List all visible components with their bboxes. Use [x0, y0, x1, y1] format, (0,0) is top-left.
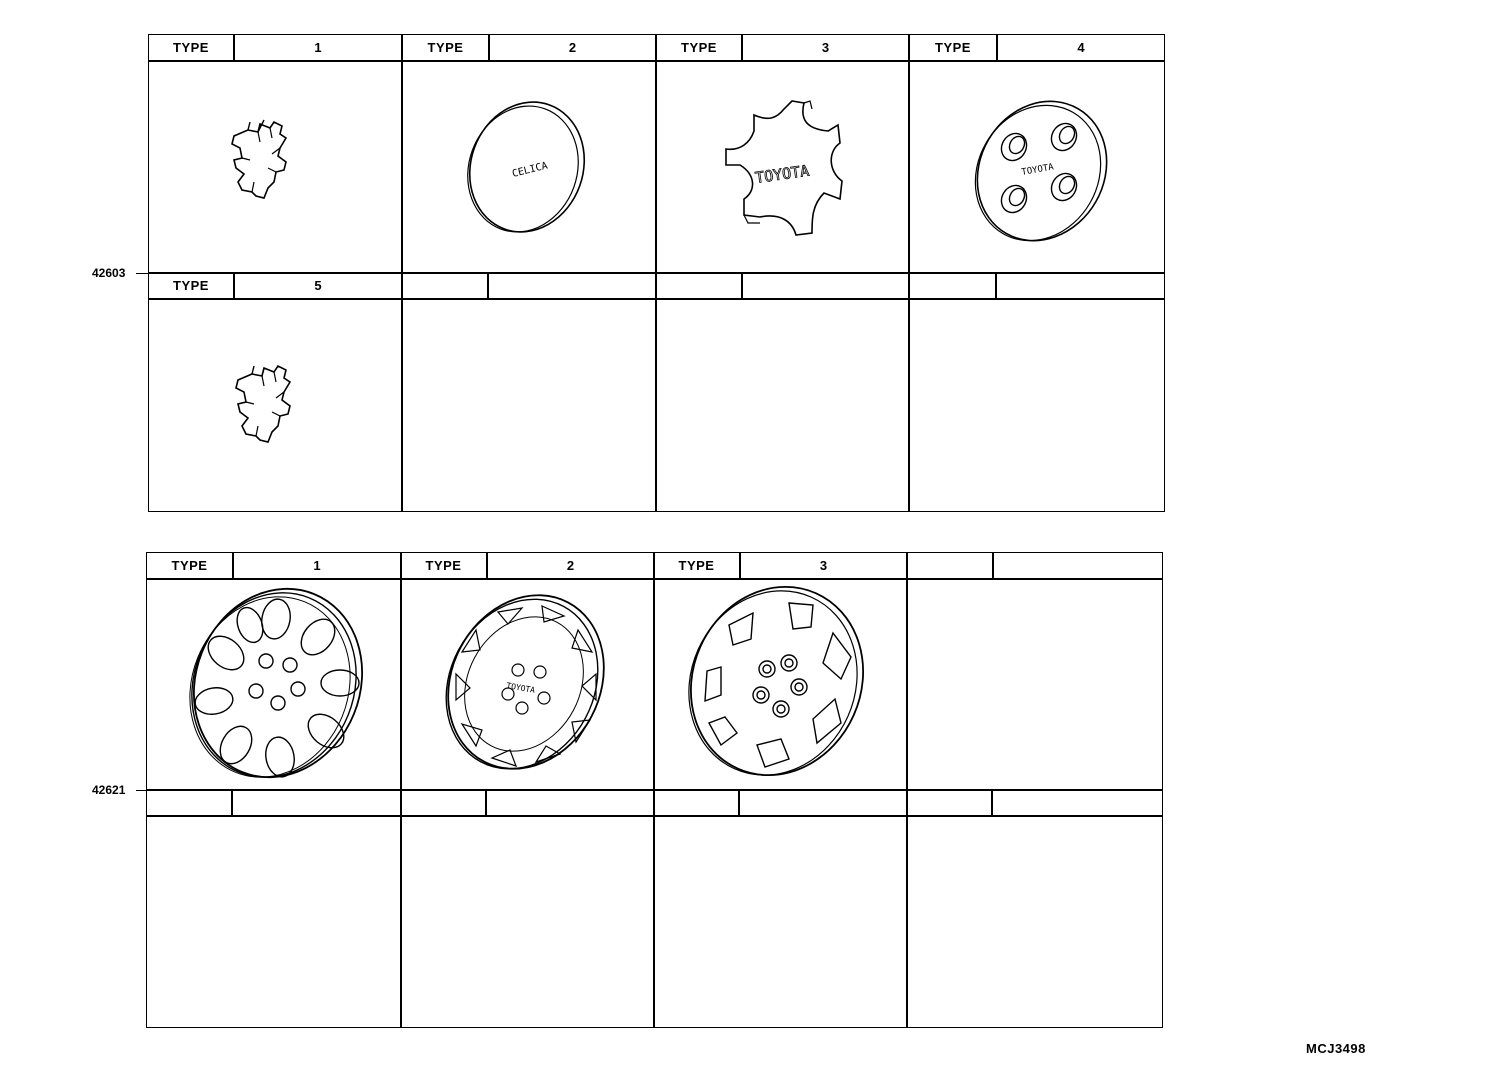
center-cap-toyota-4hole-icon: TOYOTA	[970, 93, 1120, 253]
type-label: TYPE	[427, 40, 464, 55]
type-number: 3	[821, 40, 830, 55]
type-label: TYPE	[935, 40, 971, 55]
header-divider	[488, 34, 490, 61]
header-divider	[233, 272, 235, 299]
type-number: 2	[566, 558, 575, 573]
type-number: 2	[568, 40, 577, 55]
header-divider	[991, 789, 993, 816]
header-divider	[996, 34, 998, 61]
grid-divider	[146, 815, 1163, 817]
header-divider	[739, 552, 741, 579]
header-divider	[233, 34, 235, 61]
header-divider	[485, 789, 487, 816]
type-label: TYPE	[171, 558, 208, 573]
header-divider	[992, 552, 994, 579]
header-divider	[741, 272, 743, 299]
center-cap-toyota-cross-icon: TOYOTA	[720, 95, 870, 245]
header-divider	[487, 272, 489, 299]
type-number: 5	[314, 278, 322, 293]
header-divider	[741, 34, 743, 61]
grid-divider	[148, 298, 1165, 300]
type-label: TYPE	[678, 558, 715, 573]
type-label: TYPE	[425, 558, 462, 573]
type-number: 1	[313, 558, 321, 573]
grid-divider	[148, 272, 1165, 274]
center-cap-celica-disc-icon: CELICA	[463, 95, 593, 235]
wheel-cover-spoke-icon	[685, 583, 875, 783]
leader-line	[136, 790, 147, 792]
type-number: 4	[1077, 40, 1085, 55]
header-divider	[231, 789, 233, 816]
leader-line	[136, 273, 149, 275]
type-label: TYPE	[681, 40, 717, 55]
cover-text: TOYOTA	[506, 681, 536, 695]
header-divider	[738, 789, 740, 816]
cap-text: CELICA	[511, 160, 549, 179]
header-divider	[232, 552, 234, 579]
cap-text: TOYOTA	[754, 162, 810, 187]
header-divider	[995, 272, 997, 299]
cap-text: TOYOTA	[1021, 162, 1055, 178]
center-cap-star-small-icon	[228, 118, 308, 208]
type-number: 1	[314, 40, 322, 55]
grid-divider	[146, 578, 1163, 580]
type-label: TYPE	[173, 278, 209, 293]
diagram-code: MCJ3498	[1306, 1041, 1366, 1056]
wheel-cover-turbine-icon: TOYOTA	[438, 590, 608, 780]
type-label: TYPE	[173, 40, 209, 55]
wheel-cover-slotted-icon	[180, 585, 370, 785]
grid-divider	[148, 60, 1165, 62]
part-number-label: 42603	[92, 266, 126, 280]
header-divider	[486, 552, 488, 579]
part-number-label: 42621	[92, 783, 126, 797]
grid-divider	[146, 789, 1163, 791]
center-cap-star-small-icon	[232, 362, 312, 452]
type-number: 3	[819, 558, 828, 573]
